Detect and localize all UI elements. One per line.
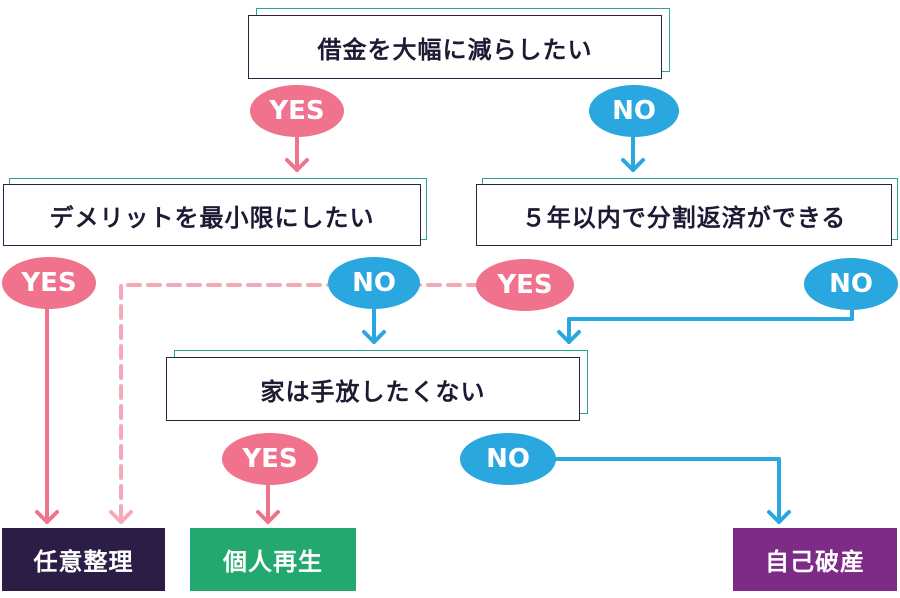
result-voluntary-arrangement: 任意整理 xyxy=(2,528,165,591)
answer-q4-no: NO xyxy=(460,433,556,485)
result-individual-rehabilitation: 個人再生 xyxy=(190,528,356,591)
arrow-q4-no xyxy=(548,457,781,524)
answer-q2-no: NO xyxy=(328,257,420,309)
answer-q3-no: NO xyxy=(804,258,898,310)
arrowhead-q4-no xyxy=(767,510,791,524)
arrowhead-q1-no xyxy=(621,158,645,172)
question-repay-in-installments: ５年以内で分割返済ができる xyxy=(476,178,898,248)
answer-q4-yes: YES xyxy=(222,433,318,485)
answer-q2-yes: YES xyxy=(2,257,96,309)
question-repay-in-installments-text: ５年以内で分割返済ができる xyxy=(476,184,892,246)
question-keep-house: 家は手放したくない xyxy=(166,350,590,422)
question-minimize-demerits: デメリットを最小限にしたい xyxy=(3,178,427,248)
arrowhead-q1-yes xyxy=(285,158,309,172)
answer-q1-yes: YES xyxy=(250,85,344,137)
arrowhead-q3-no xyxy=(557,330,581,344)
question-reduce-debt-text: 借金を大幅に減らしたい xyxy=(248,15,662,79)
question-minimize-demerits-text: デメリットを最小限にしたい xyxy=(3,184,421,246)
arrowhead-q3-yes xyxy=(109,510,133,524)
question-keep-house-text: 家は手放したくない xyxy=(166,357,580,421)
arrowhead-q2-yes xyxy=(35,510,59,524)
answer-q1-no: NO xyxy=(589,85,679,137)
arrowhead-q4-yes xyxy=(256,510,280,524)
result-bankruptcy: 自己破産 xyxy=(733,528,897,591)
answer-q3-yes: YES xyxy=(476,259,574,311)
question-reduce-debt: 借金を大幅に減らしたい xyxy=(248,8,672,80)
arrow-q3-no xyxy=(567,304,854,344)
arrowhead-q2-no xyxy=(362,330,386,344)
